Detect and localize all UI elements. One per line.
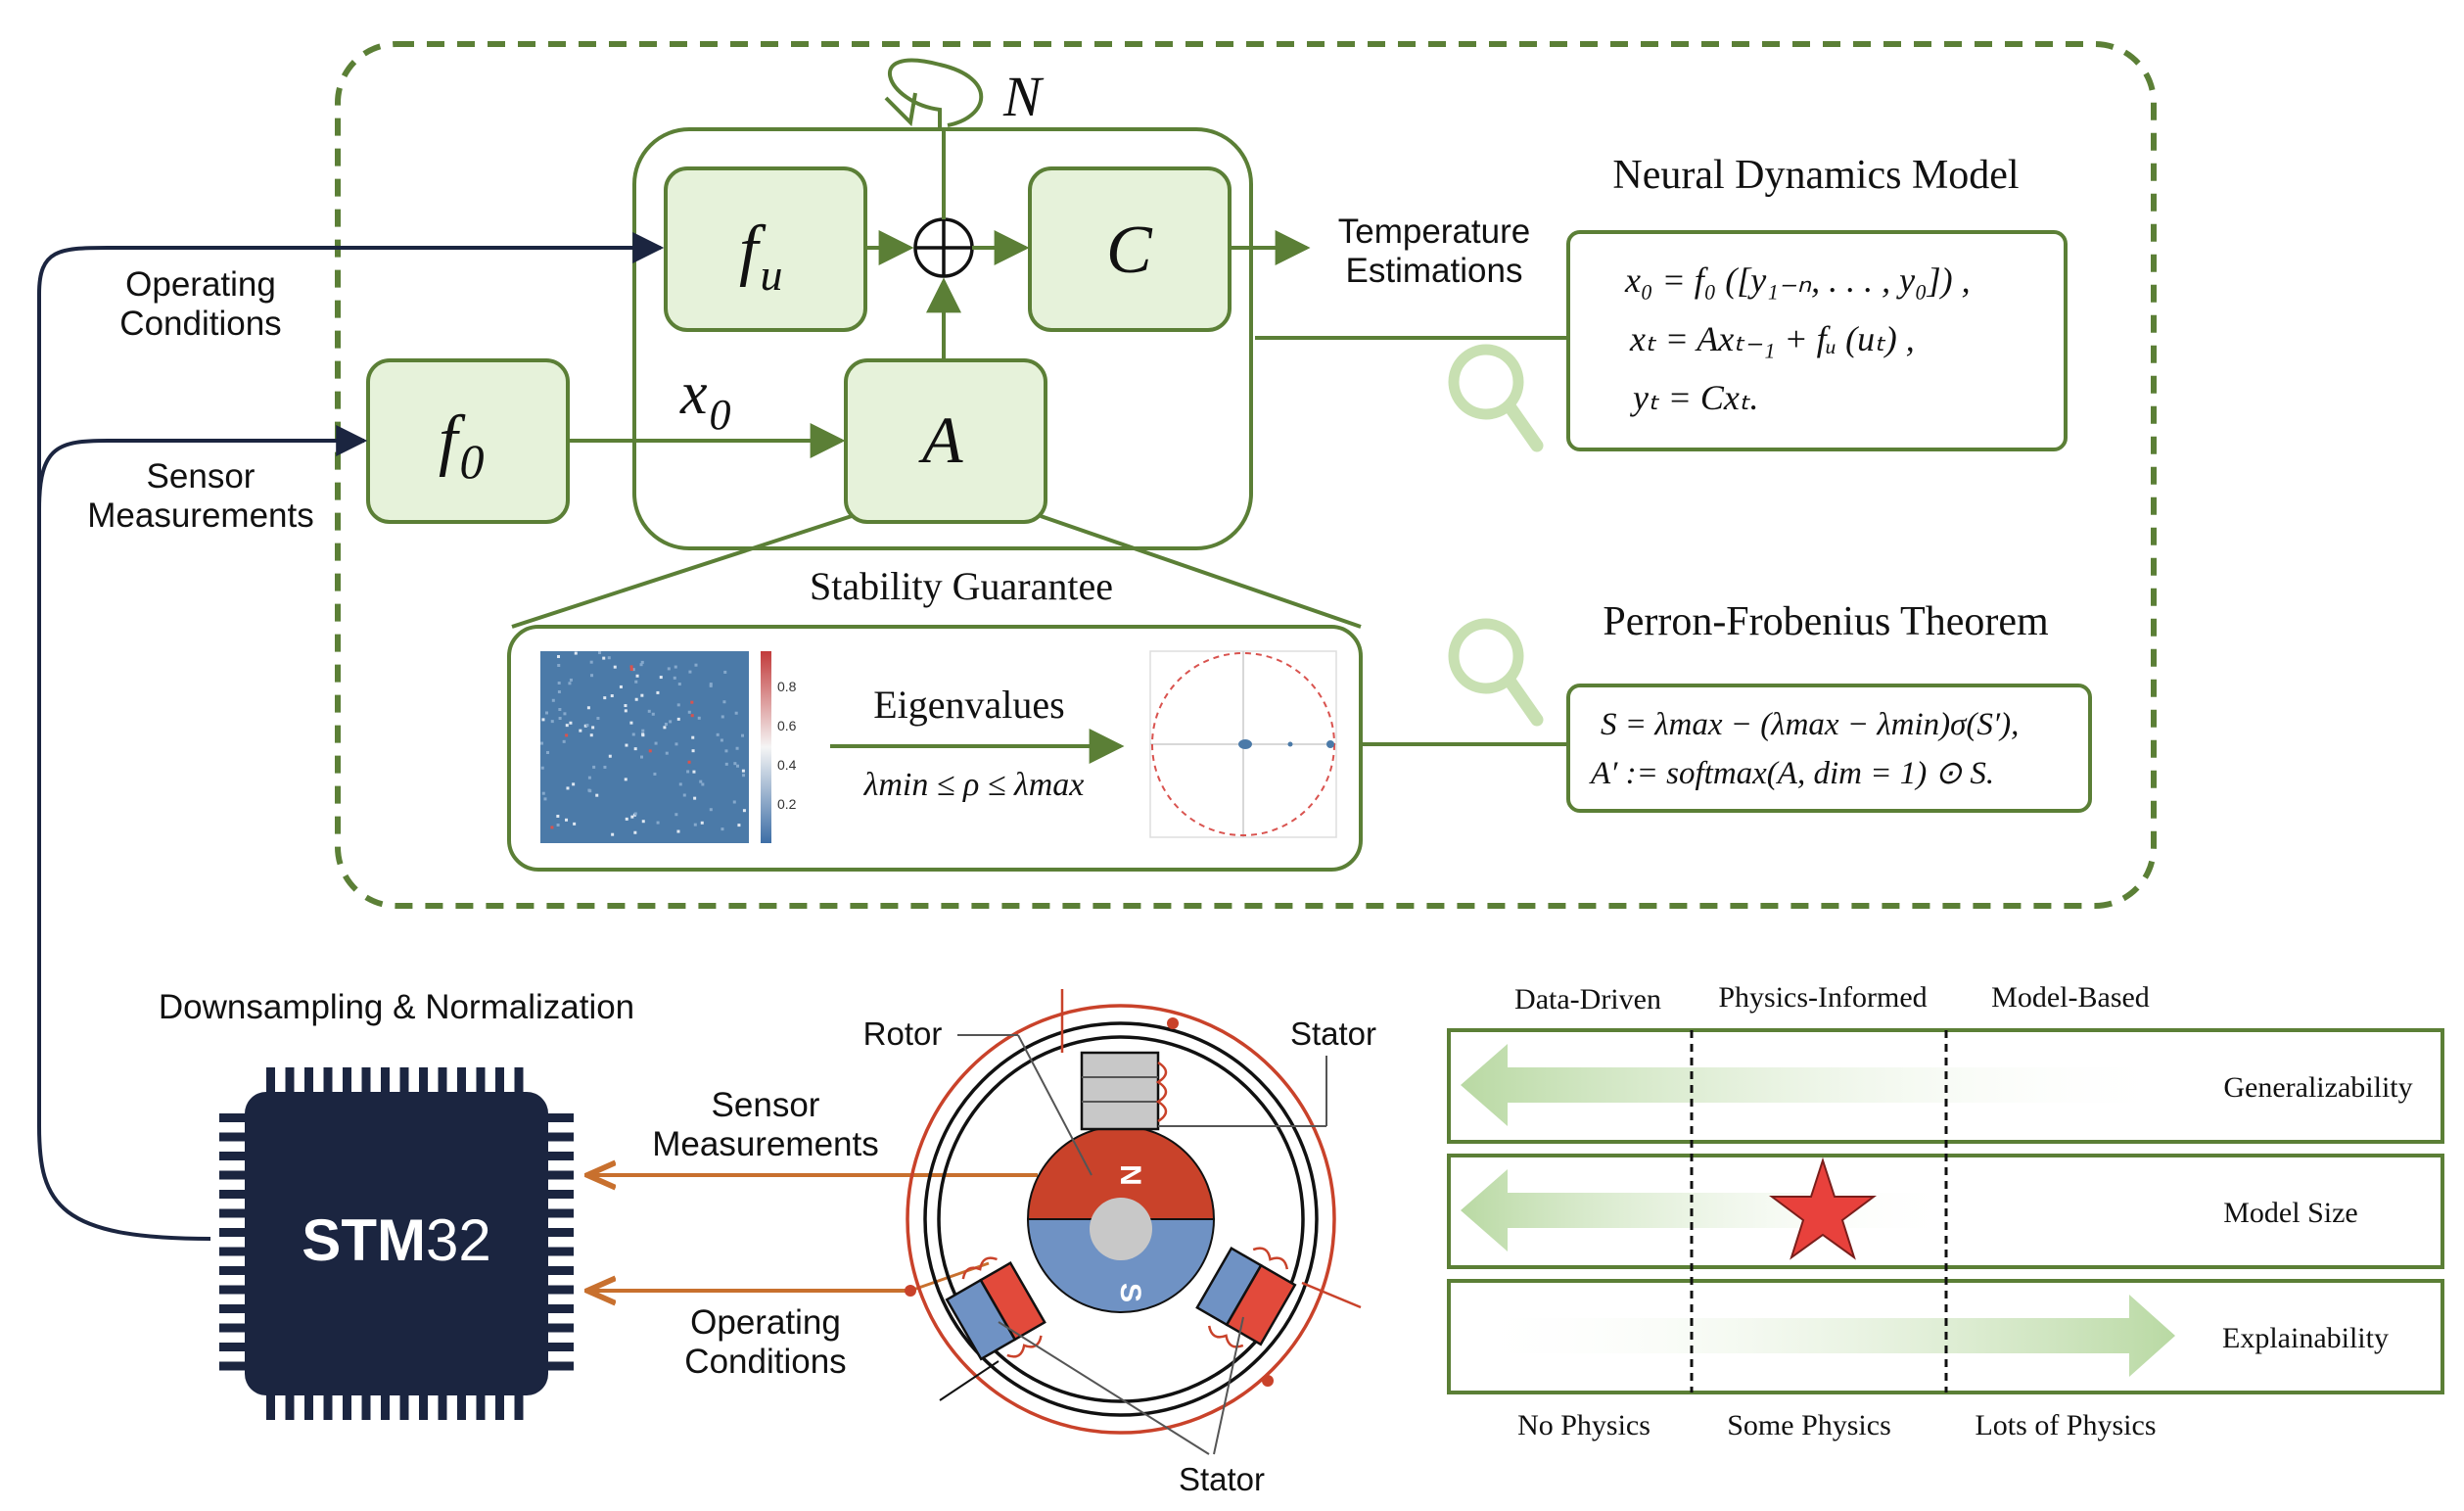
spectrum-bottom-label: No Physics bbox=[1517, 1409, 1650, 1441]
heatmap-colorbar bbox=[761, 651, 771, 843]
stator-bottom-callout-right bbox=[1213, 1316, 1244, 1455]
star-icon bbox=[1769, 1157, 1877, 1260]
spectrum-top-label: Model-Based bbox=[1991, 981, 2150, 1014]
spectrum-row-label: Explainability bbox=[2222, 1322, 2389, 1354]
left-arrow-model-size bbox=[1461, 1169, 1958, 1251]
magnifier-icon bbox=[1448, 344, 1544, 452]
stm32-chip bbox=[245, 1092, 548, 1395]
neural-eq-1: x₀ = f₀ ([y₁₋ₙ, . . . , y₀]) , bbox=[1624, 260, 1971, 300]
eigenvalues-label: Eigenvalues bbox=[873, 683, 1065, 727]
spectrum-top-label: Data-Driven bbox=[1514, 983, 1661, 1015]
neural-eq-2: xₜ = Axₜ₋₁ + fᵤ (uₜ) , bbox=[1629, 319, 1915, 358]
rotor-callout-line-2 bbox=[1017, 1034, 1093, 1176]
right-arrow-explainability bbox=[1464, 1295, 2175, 1377]
hw-sensor-label-1: Sensor bbox=[712, 1086, 820, 1124]
zoom-line-right bbox=[1040, 514, 1362, 629]
colorbar-tick: 0.4 bbox=[777, 757, 797, 773]
perron-equation-box bbox=[1566, 684, 2092, 813]
magnifier-icon bbox=[1448, 618, 1544, 727]
spectrum-row-label: Model Size bbox=[2223, 1197, 2357, 1229]
weight-heatmap bbox=[540, 651, 749, 843]
c-label: C bbox=[1106, 212, 1153, 288]
stm32-chip-label: STM32 bbox=[302, 1207, 490, 1273]
loop-count-label: N bbox=[1002, 65, 1045, 128]
recurrence-loop bbox=[887, 58, 984, 129]
neural-equation-box bbox=[1566, 230, 2068, 451]
a-label: A bbox=[918, 402, 963, 477]
stator-bottom-label: Stator bbox=[1179, 1461, 1265, 1497]
neural-dynamics-title: Neural Dynamics Model bbox=[1612, 153, 2019, 198]
colorbar-tick: 0.8 bbox=[777, 679, 797, 694]
spectrum-top-label: Physics-Informed bbox=[1718, 981, 1927, 1014]
chip-pins bbox=[219, 1067, 574, 1420]
spectrum-bottom-label: Some Physics bbox=[1727, 1409, 1891, 1441]
spectrum-bottom-label: Lots of Physics bbox=[1975, 1409, 2156, 1441]
operating-conditions-label-1: Operating bbox=[125, 265, 276, 304]
eigen-bound-inequality: λmin ≤ ρ ≤ λmax bbox=[863, 767, 1085, 803]
stator-bottom-callout-left bbox=[998, 1321, 1210, 1455]
f0-label: f0 bbox=[439, 402, 484, 489]
fu-label: fu bbox=[739, 212, 782, 300]
sensor-measurements-label-1: Sensor bbox=[147, 457, 256, 496]
left-arrow-generalizability bbox=[1461, 1044, 2178, 1126]
downsampling-label: Downsampling & Normalization bbox=[159, 988, 634, 1026]
colorbar-tick: 0.2 bbox=[777, 796, 797, 812]
hw-operating-label-2: Conditions bbox=[684, 1343, 846, 1381]
zoom-line-left bbox=[511, 514, 853, 629]
eigenvalue-plot bbox=[1149, 650, 1337, 838]
loop-arrowhead bbox=[884, 92, 917, 127]
motor-north-label: N bbox=[1114, 1164, 1146, 1186]
x0-label: x0 bbox=[679, 360, 731, 439]
stator-top-label: Stator bbox=[1290, 1015, 1376, 1052]
sensor-measurements-input-line bbox=[37, 425, 368, 510]
perron-eq-1: S = λmax − (λmax − λmin)σ(S′), bbox=[1601, 707, 2019, 742]
model-dashed-region bbox=[335, 41, 2157, 909]
stability-guarantee-title: Stability Guarantee bbox=[810, 564, 1113, 608]
motor-diagram bbox=[905, 989, 1362, 1435]
sensor-measurements-label-2: Measurements bbox=[87, 496, 313, 535]
neural-eq-3: yₜ = Cxₜ. bbox=[1630, 378, 1759, 417]
spectrum-row-label: Generalizability bbox=[2223, 1071, 2412, 1104]
perron-eq-2: A′ := softmax(A, dim = 1) ⊙ S. bbox=[1589, 756, 1994, 791]
perron-frobenius-title: Perron-Frobenius Theorem bbox=[1603, 599, 2049, 644]
colorbar-tick: 0.6 bbox=[777, 718, 797, 733]
operating-conditions-label-2: Conditions bbox=[119, 305, 281, 343]
temperature-estimations-label-2: Estimations bbox=[1346, 252, 1523, 290]
hw-sensor-label-2: Measurements bbox=[652, 1125, 878, 1163]
temperature-estimations-label-1: Temperature bbox=[1338, 212, 1530, 251]
motor-south-label: S bbox=[1114, 1283, 1146, 1302]
hw-operating-label-1: Operating bbox=[690, 1303, 841, 1342]
operating-conditions-input-line bbox=[37, 232, 665, 1241]
rotor-label: Rotor bbox=[863, 1015, 943, 1052]
